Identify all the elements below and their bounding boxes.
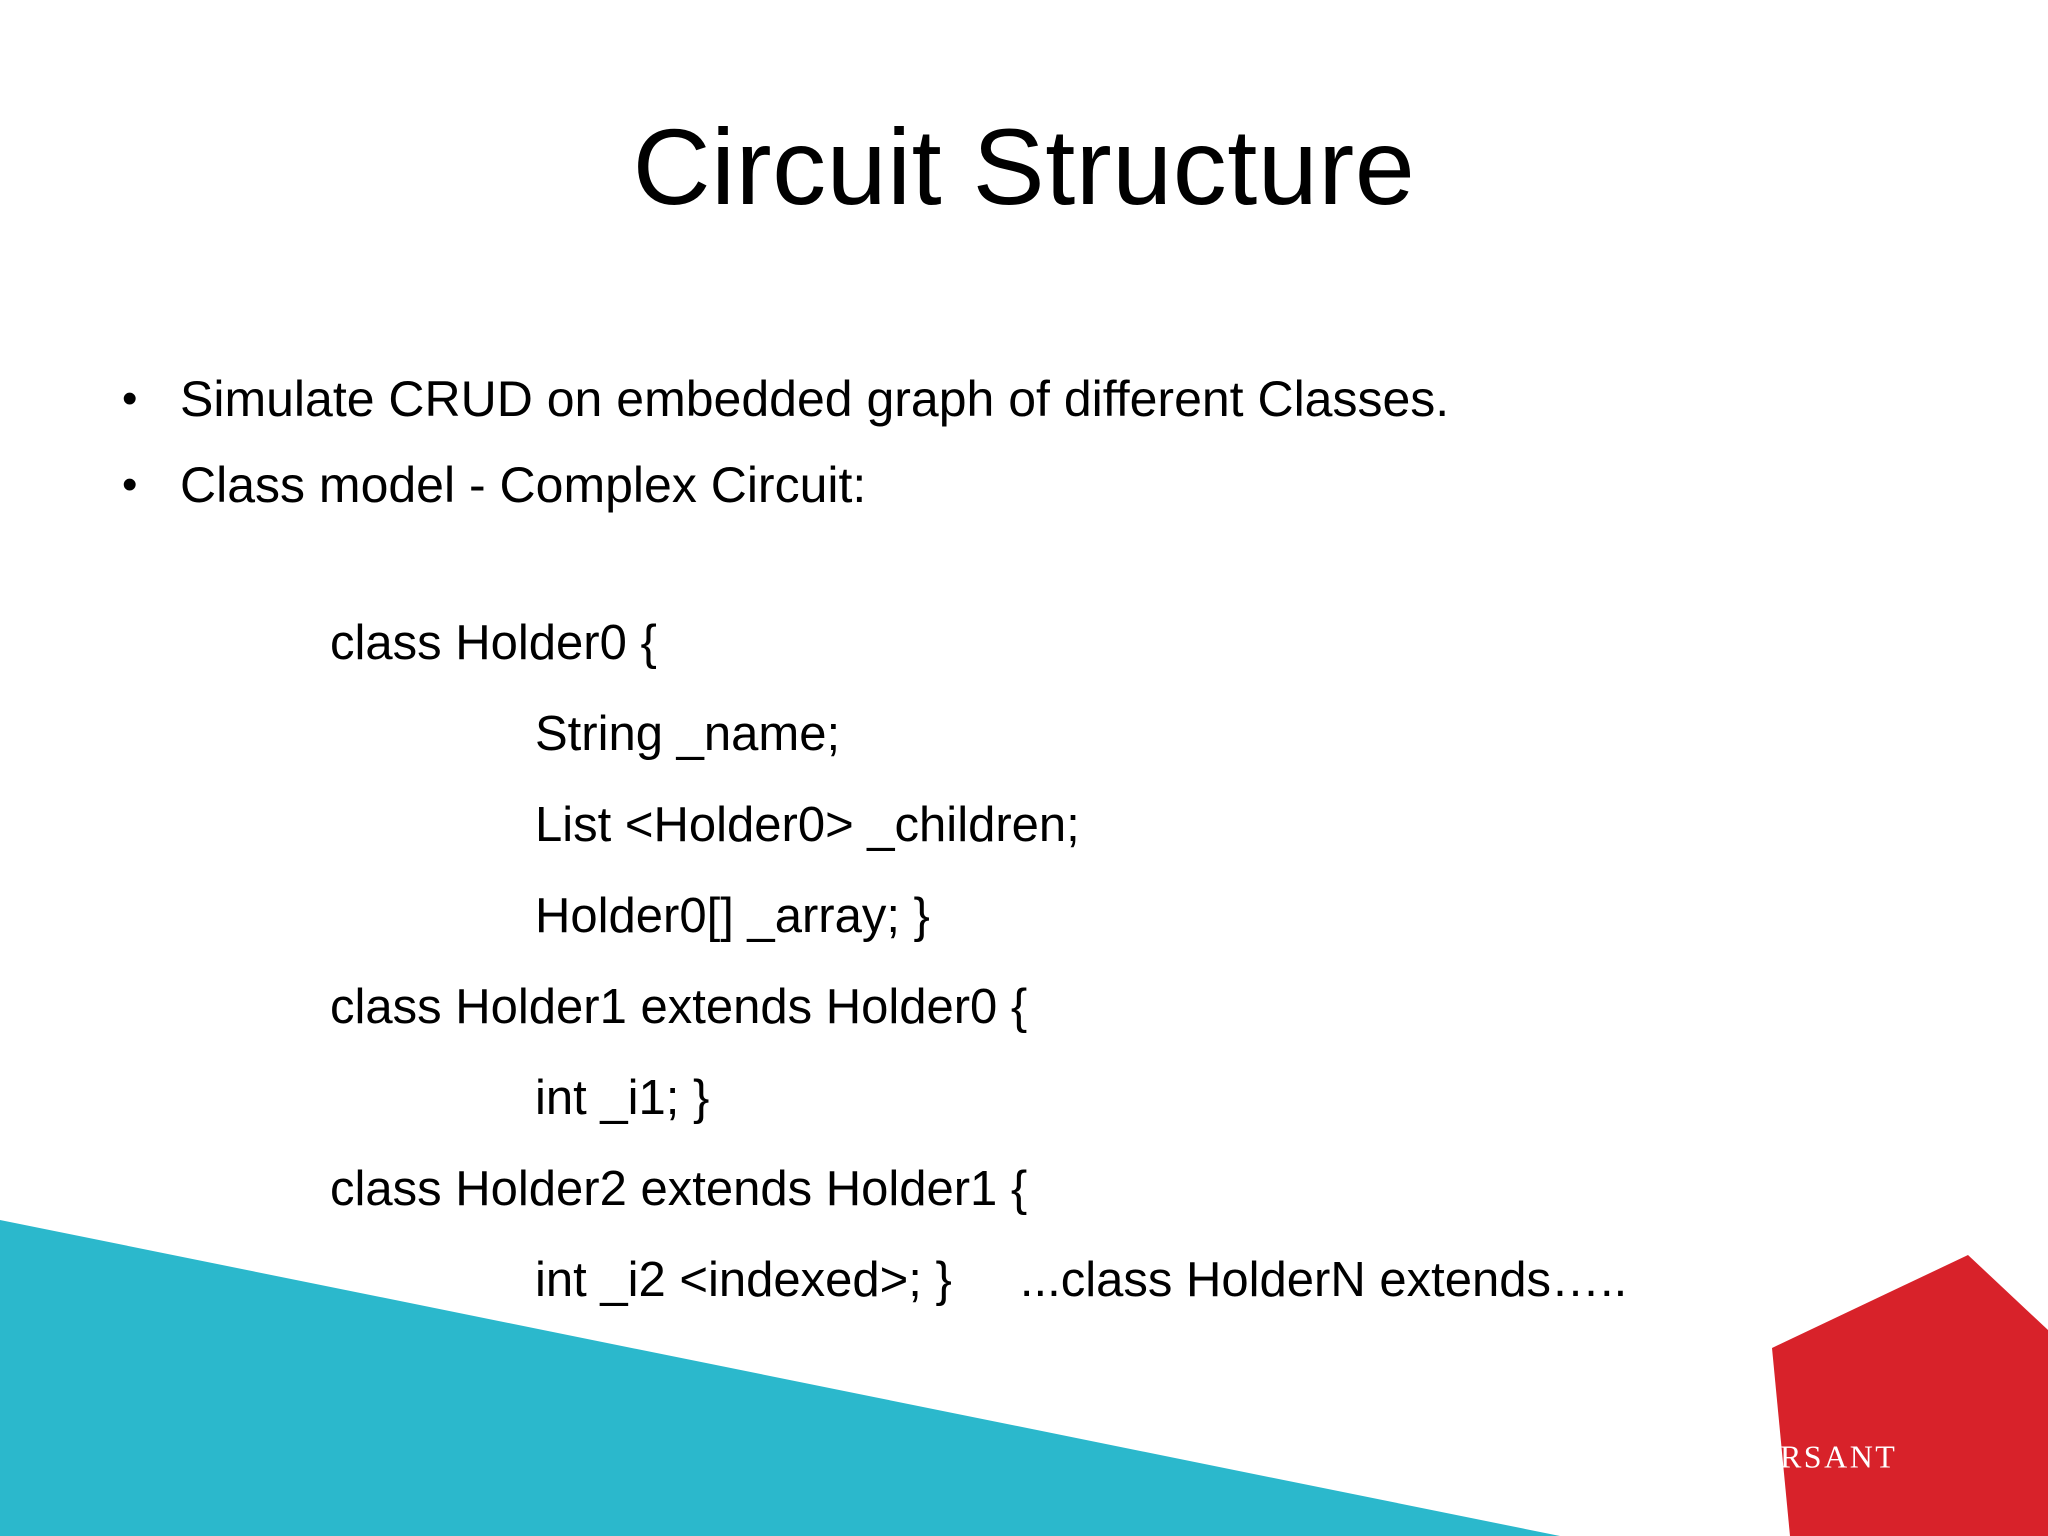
code-line: class Holder0 { [330, 616, 657, 670]
code-line: int _i2 <indexed>; } ...class HolderN ex… [535, 1253, 1628, 1307]
list-item: • Class model - Complex Circuit: [108, 454, 1968, 516]
versant-logo-text: Versant [1754, 1426, 1898, 1478]
code-line: class Holder1 extends Holder0 { [330, 980, 1028, 1034]
list-item-label: Simulate CRUD on embedded graph of diffe… [180, 371, 1450, 427]
list-item: • Simulate CRUD on embedded graph of dif… [108, 368, 1968, 430]
code-line: String _name; [535, 707, 841, 761]
code-line: class Holder2 extends Holder1 { [330, 1162, 1028, 1216]
list-item-label: Class model - Complex Circuit: [180, 457, 867, 513]
code-line: List <Holder0> _children; [535, 798, 1080, 852]
bullet-list: • Simulate CRUD on embedded graph of dif… [108, 368, 1968, 540]
versant-logo: Versant [1755, 1426, 1898, 1479]
code-line: Holder0[] _array; } [535, 889, 930, 943]
bullet-marker-icon: • [122, 460, 138, 509]
code-block: class Holder0 { String _name; List <Hold… [330, 598, 2010, 1326]
page-title: Circuit Structure [632, 106, 1416, 227]
code-line: int _i1; } [535, 1071, 710, 1125]
bullet-marker-icon: • [122, 374, 138, 423]
